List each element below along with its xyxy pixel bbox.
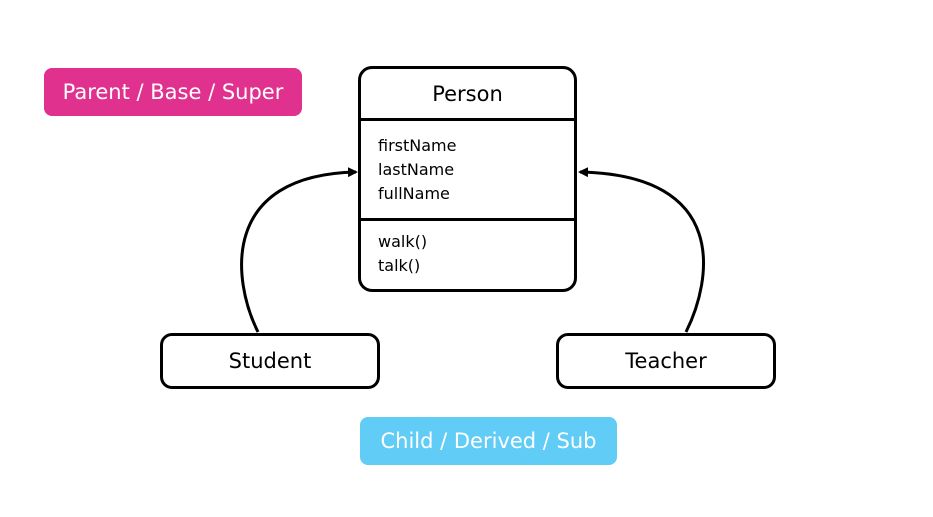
method-item: talk() [378,256,421,275]
attribute-item: firstName [378,136,457,155]
person-class-box: Person firstName lastName fullName walk(… [358,66,577,292]
class-attributes: firstName lastName fullName [361,121,574,221]
child-derived-sub-badge: Child / Derived / Sub [360,417,617,465]
teacher-class-box: Teacher [556,333,776,389]
arrow-student-to-person [240,167,358,333]
attribute-item: lastName [378,160,455,179]
class-name: Person [361,69,574,121]
attribute-item: fullName [378,184,450,203]
method-item: walk() [378,232,428,251]
parent-base-super-badge: Parent / Base / Super [44,68,302,116]
class-methods: walk() talk() [361,221,574,278]
arrow-teacher-to-person [578,167,705,333]
student-class-box: Student [160,333,380,389]
